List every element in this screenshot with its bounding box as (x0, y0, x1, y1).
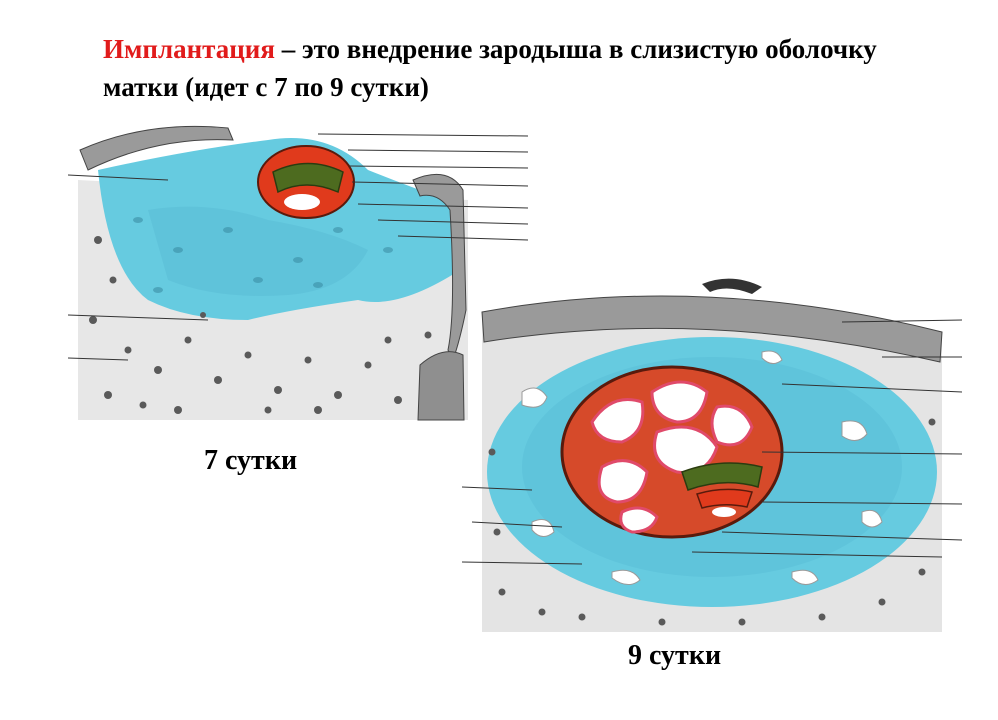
slide-title: Имплантация – это внедрение зародыша в с… (103, 30, 923, 106)
title-term: Имплантация (103, 34, 275, 64)
title-definition: – это внедрение зародыша в слизистую обо… (103, 34, 877, 102)
figure-caption-day9: 9 сутки (628, 640, 722, 671)
figure-caption-day7: 7 сутки (204, 445, 298, 476)
implantation-day9-illustration (462, 272, 962, 642)
implantation-day7-illustration (68, 110, 530, 430)
